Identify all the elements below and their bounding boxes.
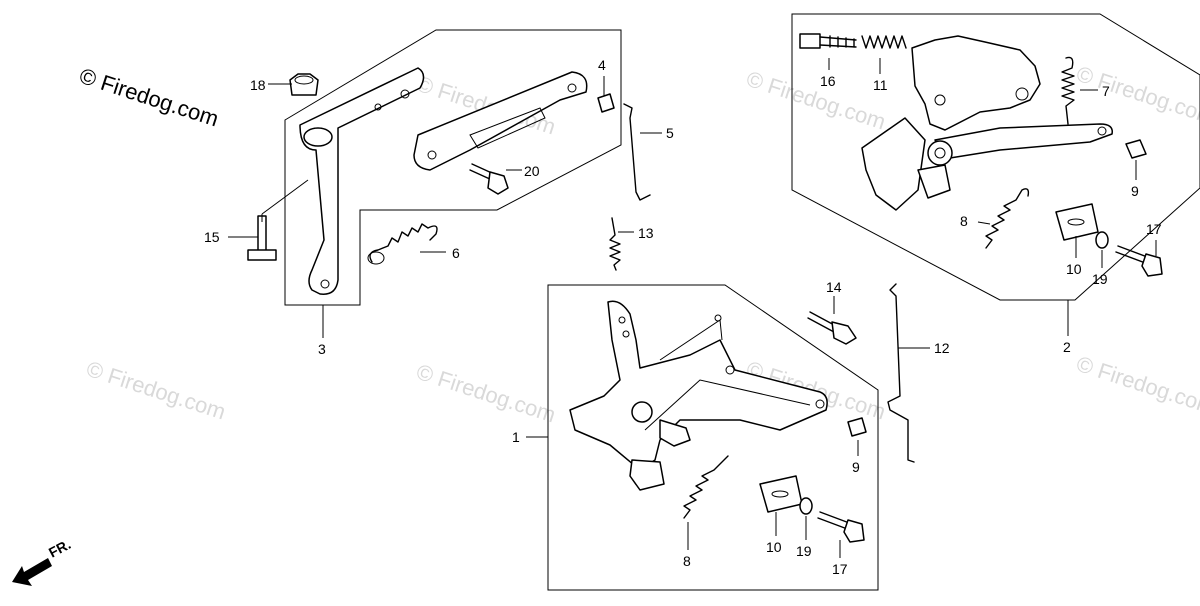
collar-4 xyxy=(597,93,615,113)
leader-lines xyxy=(228,58,1157,558)
control-arm-bracket xyxy=(299,67,425,295)
arm-pivot-boss xyxy=(303,127,333,147)
spring-8 xyxy=(985,188,1030,249)
front-label: FR. xyxy=(46,536,73,561)
bolt-16 xyxy=(799,33,857,49)
front-direction-indicator: FR. xyxy=(12,536,73,586)
watermark-faint: © Firedog.com xyxy=(413,359,558,427)
callout-15: 15 xyxy=(204,229,220,245)
callout-20: 20 xyxy=(524,163,540,179)
callout-4: 4 xyxy=(598,57,606,73)
bracket-foot xyxy=(629,459,665,491)
callout-2: 2 xyxy=(1063,339,1071,355)
assembly-1-outline xyxy=(547,284,879,591)
governor-arm-body xyxy=(911,35,1041,131)
spring-11 xyxy=(861,35,907,49)
callout-10-lower: 10 xyxy=(766,539,782,555)
callout-5: 5 xyxy=(666,125,674,141)
governor-arm-lever xyxy=(934,123,1113,159)
callout-10-upper: 10 xyxy=(1066,261,1082,277)
collar-9-lower xyxy=(847,417,867,437)
clip-10-lower xyxy=(759,475,803,513)
assembly-2-outline xyxy=(791,13,1200,301)
callout-18: 18 xyxy=(250,77,266,93)
bolt-14 xyxy=(807,311,857,345)
governor-arm-plate xyxy=(861,117,926,211)
link-plate xyxy=(413,71,588,171)
bolt-15-head xyxy=(247,249,277,261)
spring-13 xyxy=(609,217,621,271)
rod-12 xyxy=(887,283,915,463)
callout-13: 13 xyxy=(638,225,654,241)
assembly-2-group xyxy=(791,13,1200,301)
bolt-17-lower xyxy=(817,511,865,543)
watermark-main: © Firedog.com xyxy=(76,63,221,131)
callout-9-lower: 9 xyxy=(852,459,860,475)
callout-3: 3 xyxy=(318,341,326,357)
callout-9-upper: 9 xyxy=(1131,183,1139,199)
watermark-faint: © Firedog.com xyxy=(743,66,888,134)
collar-9 xyxy=(1125,139,1147,159)
washer-19-lower xyxy=(799,497,813,515)
spring-6 xyxy=(367,223,438,265)
washer-19 xyxy=(1095,231,1109,249)
callout-19-upper: 19 xyxy=(1092,271,1108,287)
assembly-3-outline xyxy=(284,29,622,306)
bracket-pivot xyxy=(631,401,653,423)
rod-5 xyxy=(623,103,651,201)
callout-17-upper: 17 xyxy=(1146,221,1162,237)
spring-8-lower xyxy=(683,455,729,519)
callout-17-lower: 17 xyxy=(832,561,848,577)
callout-labels: 18 4 5 20 15 6 13 3 16 11 7 9 8 10 19 17… xyxy=(204,57,1162,577)
watermark-faint: © Firedog.com xyxy=(1073,61,1200,129)
governor-pivot xyxy=(927,140,953,166)
throttle-bracket xyxy=(569,300,828,471)
callout-19-lower: 19 xyxy=(796,543,812,559)
bolt-20 xyxy=(469,163,509,195)
callout-8-upper: 8 xyxy=(960,213,968,229)
bolt-17 xyxy=(1115,245,1163,277)
callout-16: 16 xyxy=(820,73,836,89)
callout-1: 1 xyxy=(512,429,520,445)
callout-7: 7 xyxy=(1102,83,1110,99)
assembly-3-group xyxy=(247,29,651,306)
callout-8-lower: 8 xyxy=(683,553,691,569)
callout-14: 14 xyxy=(826,279,842,295)
spring-7 xyxy=(1061,56,1075,125)
callout-11: 11 xyxy=(873,77,888,93)
assembly-1-group xyxy=(547,284,879,591)
watermark-faint: © Firedog.com xyxy=(1073,351,1200,419)
clip-10 xyxy=(1055,203,1099,241)
watermark-faint: © Firedog.com xyxy=(83,356,228,424)
callout-12: 12 xyxy=(934,340,950,356)
front-arrow-icon xyxy=(12,558,52,586)
callout-6: 6 xyxy=(452,245,460,261)
